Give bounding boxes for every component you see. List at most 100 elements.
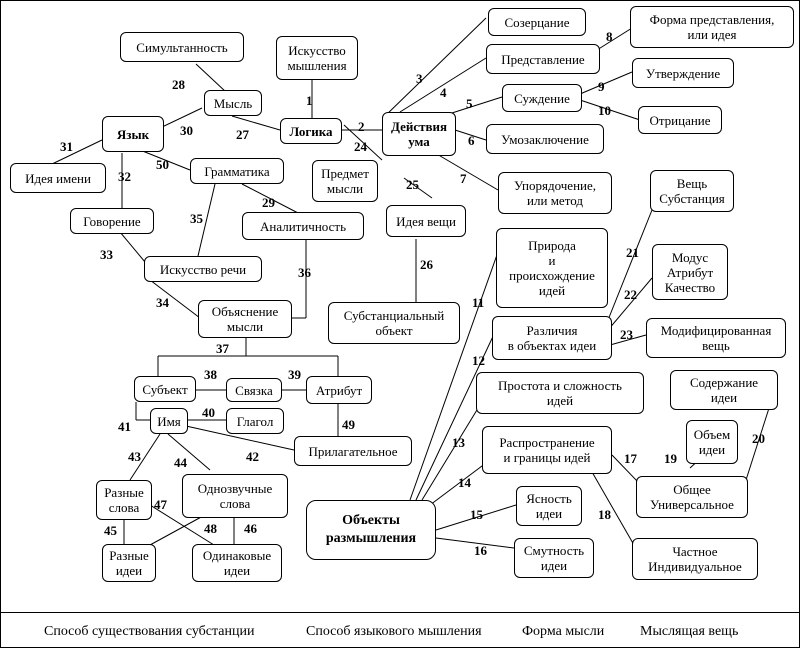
edge-number: 25	[406, 177, 419, 192]
edge-number: 26	[420, 257, 433, 272]
edge-number: 18	[598, 507, 611, 522]
node-prilagatelnoe: Прилагательное	[294, 436, 412, 466]
edge-number: 31	[60, 139, 73, 154]
edge-number: 35	[190, 211, 203, 226]
edge-number: 32	[118, 169, 131, 184]
node-smutnost: Смутность идеи	[514, 538, 594, 578]
node-iskusstvo-myshleniya: Искусство мышления	[276, 36, 358, 80]
node-imya: Имя	[150, 408, 188, 434]
node-substantsialnyy: Субстанциальный объект	[328, 302, 460, 344]
edge-number: 39	[288, 367, 301, 382]
node-rasprostranenie: Распространение и границы идей	[482, 426, 612, 474]
edge-number: 27	[236, 127, 249, 142]
edge-number: 40	[202, 405, 215, 420]
footer-item: Мыслящая вещь	[640, 624, 739, 639]
node-glagol: Глагол	[226, 408, 284, 434]
footer-divider	[0, 612, 800, 613]
node-suzhdenie: Суждение	[502, 84, 582, 112]
node-svyazka: Связка	[226, 378, 282, 402]
edge-number: 2	[358, 119, 365, 134]
edge-number: 4	[440, 85, 447, 100]
edge-number: 28	[172, 77, 185, 92]
edge-number: 38	[204, 367, 217, 382]
node-modus: Модус Атрибут Качество	[652, 244, 728, 300]
edge-number: 12	[472, 353, 485, 368]
node-odinakovye: Одинаковые идеи	[192, 544, 282, 582]
edge-number: 33	[100, 247, 113, 262]
edge-number: 24	[354, 139, 367, 154]
edge-number: 22	[624, 287, 637, 302]
footer-legend: Способ существования субстанции Способ я…	[0, 620, 800, 644]
node-obem: Объем идеи	[686, 420, 738, 464]
node-grammatika: Грамматика	[190, 158, 284, 184]
edge-number: 29	[262, 195, 275, 210]
node-ideya-veshchi: Идея вещи	[386, 205, 466, 237]
edge-number: 9	[598, 79, 605, 94]
edge-number: 7	[460, 171, 467, 186]
edge-number: 42	[246, 449, 259, 464]
edge-number: 50	[156, 157, 169, 172]
node-iskusstvo-rechi: Искусство речи	[144, 256, 262, 282]
concept-map-lines	[49, 17, 771, 549]
node-razlichiya: Различия в объектах идеи	[492, 316, 612, 360]
footer-item: Способ языкового мышления	[306, 624, 482, 639]
node-deystviya-uma: Действия ума	[382, 112, 456, 156]
node-atribut: Атрибут	[306, 376, 372, 404]
node-predstavlenie: Представление	[486, 44, 600, 74]
edge-number: 3	[416, 71, 423, 86]
node-soderzhanie: Содержание идеи	[670, 370, 778, 410]
edge-number: 34	[156, 295, 169, 310]
node-umozaklyuchenie: Умозаключение	[486, 124, 604, 154]
node-logika: Логика	[280, 118, 342, 144]
edge-number: 43	[128, 449, 141, 464]
edge-number: 20	[752, 431, 765, 446]
edge-number: 37	[216, 341, 229, 356]
edge-number: 5	[466, 96, 473, 111]
node-modifitsirovannaya: Модифицированная вещь	[646, 318, 786, 358]
edge-number: 30	[180, 123, 193, 138]
edge-number: 15	[470, 507, 483, 522]
node-raznye-idei: Разные идеи	[102, 544, 156, 582]
node-odnozvuchnye: Однозвучные слова	[182, 474, 288, 518]
edge-number: 19	[664, 451, 677, 466]
edge-number: 17	[624, 451, 637, 466]
node-govorenie: Говорение	[70, 208, 154, 234]
node-forma-predstavleniya: Форма представления, или идея	[630, 6, 794, 48]
edge-number: 23	[620, 327, 633, 342]
node-analitichnost: Аналитичность	[242, 212, 364, 240]
edge-number: 6	[468, 133, 475, 148]
node-utverzhdenie: Утверждение	[632, 58, 734, 88]
edge-number: 41	[118, 419, 131, 434]
edge-number: 45	[104, 523, 117, 538]
edge-number: 14	[458, 475, 471, 490]
node-mysl: Мысль	[204, 90, 262, 116]
edge-number: 11	[472, 295, 485, 310]
edge-number: 49	[342, 417, 355, 432]
edge-number: 1	[306, 93, 313, 108]
node-ideya-imeni: Идея имени	[10, 163, 106, 193]
node-raznye-slova: Разные слова	[96, 480, 152, 520]
node-yasnost: Ясность идеи	[516, 486, 582, 526]
edge-number: 47	[154, 497, 167, 512]
node-veshch-substantsiya: Вещь Субстанция	[650, 170, 734, 212]
node-predmet-mysli: Предмет мысли	[312, 160, 378, 202]
node-obekty: Объекты размышления	[306, 500, 436, 560]
node-chastnoe: Частное Индивидуальное	[632, 538, 758, 580]
edge-number: 8	[606, 29, 613, 44]
edge-number: 16	[474, 543, 487, 558]
footer-item: Форма мысли	[522, 624, 605, 639]
edge-number: 44	[174, 455, 187, 470]
node-sozertsanie: Созерцание	[488, 8, 586, 36]
node-prostota: Простота и сложность идей	[476, 372, 644, 414]
node-simultannost: Симультанность	[120, 32, 244, 62]
node-subekt: Субъект	[134, 376, 196, 402]
node-yazyk: Язык	[102, 116, 164, 152]
node-priroda: Природа и происхождение идей	[496, 228, 608, 308]
edge-number: 10	[598, 103, 611, 118]
node-uporyadochenie: Упорядочение, или метод	[498, 172, 612, 214]
edge-number: 46	[244, 521, 257, 536]
edge-number: 21	[626, 245, 639, 260]
node-obshchee: Общее Универсальное	[636, 476, 748, 518]
node-obyasnenie: Объяснение мысли	[198, 300, 292, 338]
footer-item: Способ существования субстанции	[44, 624, 255, 639]
